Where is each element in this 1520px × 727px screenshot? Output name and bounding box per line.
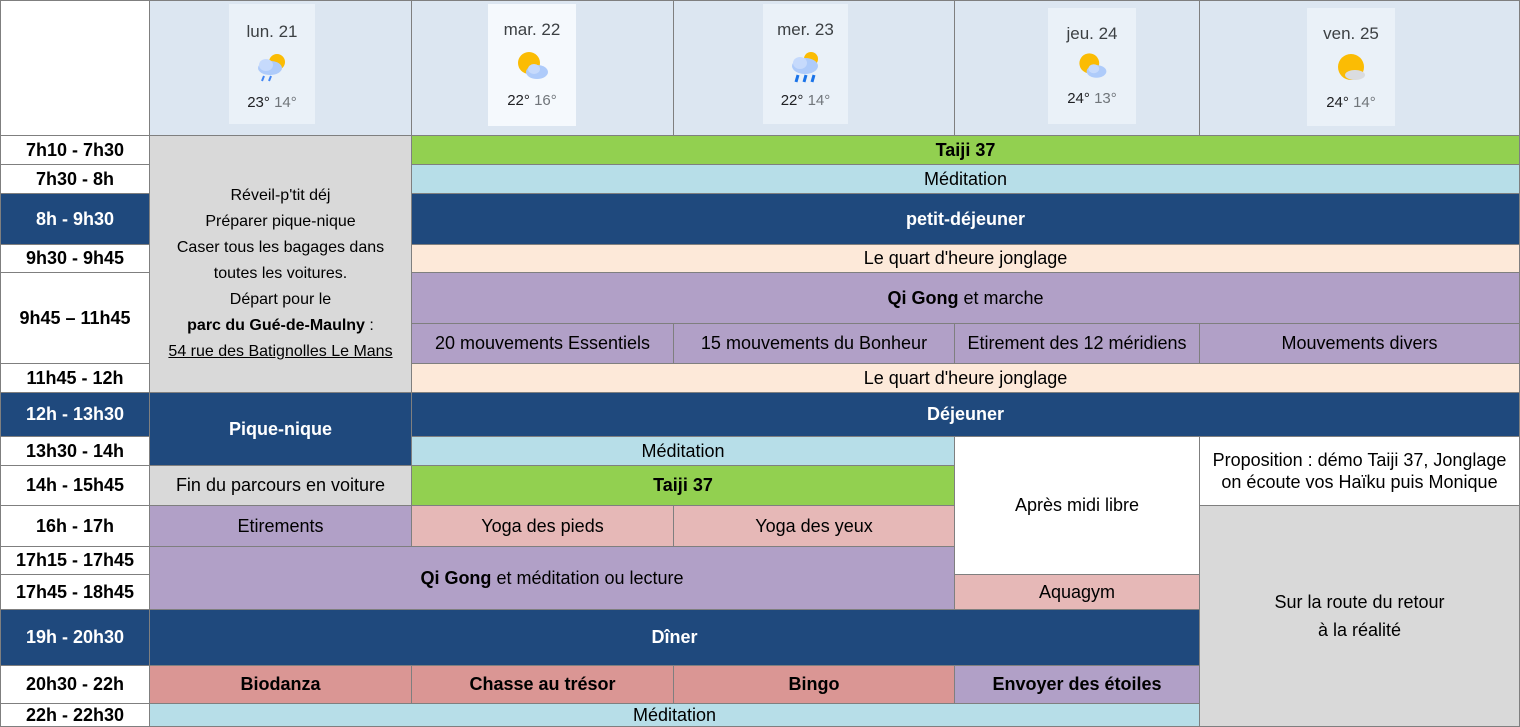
temp-high: 23° [247, 94, 270, 111]
weather-card-fri: ven. 25 24° 14° [1307, 8, 1395, 126]
partly-cloudy-icon [518, 52, 548, 79]
time-slot: 9h30 - 9h45 [0, 244, 150, 273]
activity-free-afternoon: Après midi libre [954, 436, 1200, 575]
weather-card-wed: mer. 23 22° 14° [763, 4, 848, 124]
movement-thu: Etirement des 12 méridiens [954, 323, 1200, 364]
rain-sun-icon [258, 54, 285, 82]
activity-picnic: Pique-nique [149, 392, 412, 466]
time-slot: 19h - 20h30 [0, 609, 150, 666]
activity-aquagym: Aquagym [954, 574, 1200, 610]
qigong2-rest: et méditation ou lecture [491, 567, 684, 588]
temp-high: 24° [1326, 94, 1349, 111]
qigong-bold: Qi Gong [887, 287, 959, 308]
activity-treasure-hunt: Chasse au trésor [411, 665, 674, 704]
time-slot: 13h30 - 14h [0, 436, 150, 466]
activity-qigong-meditation: Qi Gong et méditation ou lecture [149, 546, 955, 610]
temp-high: 22° [780, 92, 804, 109]
weather-day-label: mar. 22 [503, 20, 561, 39]
partly-cloudy-icon [1079, 53, 1107, 78]
qigong2-label: Qi Gong et méditation ou lecture [420, 567, 683, 590]
morning-line: Préparer pique-nique [205, 213, 356, 230]
weather-card-tue: mar. 22 22° 16° [488, 4, 576, 126]
monday-morning-block: Réveil-p'tit déj Préparer pique-nique Ca… [149, 135, 412, 393]
temp-low: 14° [807, 92, 831, 109]
temp-low: 16° [534, 92, 557, 109]
movement-wed: 15 mouvements du Bonheur [673, 323, 955, 364]
temp-high: 22° [507, 92, 530, 109]
time-slot: 17h15 - 17h45 [0, 546, 150, 575]
activity-lunch: Déjeuner [411, 392, 1520, 437]
time-slot: 22h - 22h30 [0, 703, 150, 727]
way-back-line: Sur la route du retour [1274, 592, 1445, 612]
qigong-rest: et marche [958, 287, 1044, 308]
morning-line: toutes les voitures. [213, 265, 348, 282]
weather-day-label: jeu. 24 [1066, 24, 1118, 43]
proposal-line: on écoute vos Haïku puis Monique [1221, 472, 1498, 492]
park-name: parc du Gué-de-Maulny [187, 317, 365, 334]
activity-dinner: Dîner [149, 609, 1200, 666]
activity-meditation-night: Méditation [149, 703, 1200, 727]
time-slot: 9h45 – 11h45 [0, 272, 150, 364]
qigong2-bold: Qi Gong [420, 567, 492, 588]
activity-qigong-walk: Qi Gong et marche [411, 272, 1520, 324]
activity-end-trip: Fin du parcours en voiture [149, 465, 412, 506]
temp-low: 13° [1094, 90, 1117, 107]
morning-line: parc du Gué-de-Maulny : [187, 313, 374, 339]
morning-line: Départ pour le [229, 291, 332, 308]
mostly-sunny-icon [1338, 54, 1365, 80]
activity-bingo: Bingo [673, 665, 955, 704]
weather-temps: 23° 14° [247, 94, 297, 111]
way-back-line: à la réalité [1317, 620, 1402, 640]
activity-taiji: Taiji 37 [411, 135, 1520, 165]
time-slot: 17h45 - 18h45 [0, 574, 150, 610]
activity-stars: Envoyer des étoiles [954, 665, 1200, 704]
time-slot: 8h - 9h30 [0, 193, 150, 245]
time-slot: 12h - 13h30 [0, 392, 150, 437]
weather-day-label: ven. 25 [1323, 24, 1379, 43]
activity-meditation-afternoon: Méditation [411, 436, 955, 466]
weather-card-thu: jeu. 24 24° 13° [1048, 8, 1136, 124]
morning-line: Réveil-p'tit déj [230, 187, 331, 204]
time-slot: 7h10 - 7h30 [0, 135, 150, 165]
activity-breakfast: petit-déjeuner [411, 193, 1520, 245]
weather-temps: 22° 16° [507, 92, 557, 109]
weather-temps: 24° 13° [1067, 90, 1117, 107]
weather-temps: 24° 14° [1326, 94, 1376, 111]
time-slot: 11h45 - 12h [0, 363, 150, 393]
temp-low: 14° [1353, 94, 1376, 111]
temp-low: 14° [274, 94, 297, 111]
activity-feet-yoga: Yoga des pieds [411, 505, 674, 547]
qigong-label: Qi Gong et marche [887, 287, 1043, 310]
activity-way-back: Sur la route du retour à la réalité [1199, 505, 1520, 727]
corner-cell [0, 0, 150, 136]
movement-tue: 20 mouvements Essentiels [411, 323, 674, 364]
weather-card-mon: lun. 21 23° 14° [229, 4, 315, 124]
heavy-rain-icon [791, 52, 818, 83]
weather-day-label: mer. 23 [777, 20, 834, 39]
activity-juggling-2: Le quart d'heure jonglage [411, 363, 1520, 393]
park-suffix: : [364, 317, 374, 334]
activity-proposal: Proposition : démo Taiji 37, Jonglage on… [1199, 436, 1520, 506]
movement-fri: Mouvements divers [1199, 323, 1520, 364]
proposal-line: Proposition : démo Taiji 37, Jonglage [1212, 449, 1507, 470]
activity-taiji-afternoon: Taiji 37 [411, 465, 955, 506]
weather-day-label: lun. 21 [246, 22, 298, 41]
activity-juggling: Le quart d'heure jonglage [411, 244, 1520, 273]
time-slot: 14h - 15h45 [0, 465, 150, 506]
morning-line: Caser tous les bagages dans [176, 239, 385, 256]
address-link[interactable]: 54 rue des Batignolles Le Mans [168, 343, 393, 360]
activity-eye-yoga: Yoga des yeux [673, 505, 955, 547]
temp-high: 24° [1067, 90, 1090, 107]
time-slot: 20h30 - 22h [0, 665, 150, 704]
activity-meditation: Méditation [411, 164, 1520, 194]
activity-stretching: Etirements [149, 505, 412, 547]
weather-temps: 22° 14° [781, 92, 831, 109]
activity-biodanza: Biodanza [149, 665, 412, 704]
time-slot: 16h - 17h [0, 505, 150, 547]
time-slot: 7h30 - 8h [0, 164, 150, 194]
